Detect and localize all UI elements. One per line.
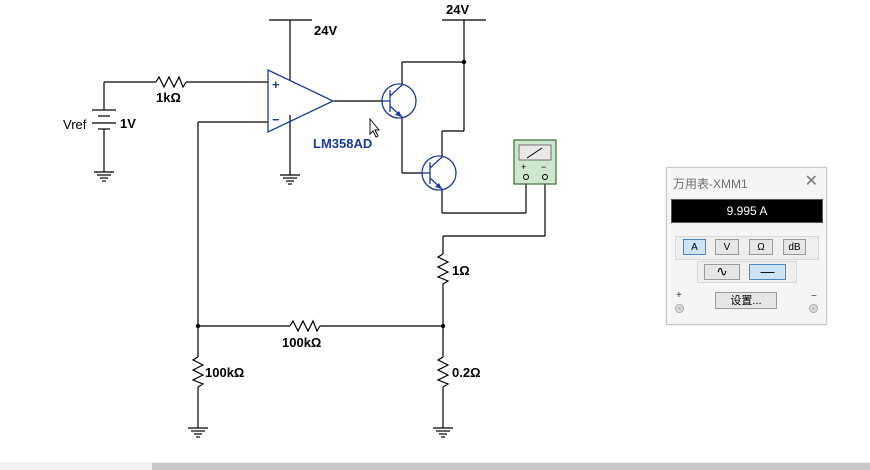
multimeter-title: 万用表-XMM1 [673, 177, 748, 191]
mode-button-ampere[interactable]: A [683, 239, 706, 255]
vcc-opamp-label: 24V [314, 23, 337, 38]
mouse-cursor-icon [369, 117, 380, 138]
ground-symbol [433, 427, 453, 438]
scrollbar-thumb[interactable] [152, 463, 870, 470]
terminal-plus-label: + [676, 290, 682, 301]
mode-button-ohm[interactable]: Ω [749, 239, 773, 255]
ac-coupling-button[interactable]: ∿ [704, 264, 740, 280]
opamp-model-label: LM358AD [313, 136, 372, 151]
r-sense-label: 0.2Ω [452, 365, 481, 380]
vref-name-label: Vref [63, 117, 87, 132]
terminal-minus-icon[interactable] [809, 304, 818, 313]
r-ground-label: 100kΩ [205, 365, 244, 380]
r-feedback-label: 100kΩ [282, 335, 321, 350]
ground-symbol [188, 427, 208, 438]
meter-minus-label: − [541, 162, 546, 172]
terminal-plus-icon[interactable] [675, 304, 684, 313]
multimeter-icon[interactable] [513, 139, 557, 185]
multimeter-reading: 9.995 A [671, 199, 823, 223]
mode-button-db[interactable]: dB [783, 239, 806, 255]
vcc-top-label: 24V [446, 2, 469, 17]
ground-symbol [94, 171, 114, 182]
dc-coupling-button[interactable]: — [749, 264, 786, 280]
close-icon[interactable]: ✕ [804, 173, 818, 190]
terminal-minus-label: − [811, 291, 817, 302]
opamp-plus-label: + [272, 77, 280, 92]
r-input-label: 1kΩ [156, 90, 181, 105]
opamp-minus-label: − [272, 112, 280, 127]
mode-button-volt[interactable]: V [715, 239, 739, 255]
meter-plus-label: + [521, 162, 526, 172]
r-series-label: 1Ω [452, 263, 470, 278]
multimeter-dialog[interactable]: 万用表-XMM1 ✕ 9.995 A A V Ω dB ∿ — + − 设置..… [666, 167, 827, 325]
ground-symbol [280, 174, 300, 185]
horizontal-scrollbar[interactable] [0, 462, 870, 470]
opamp-symbol[interactable] [267, 68, 335, 134]
vref-value-label: 1V [120, 116, 136, 131]
settings-button[interactable]: 设置... [715, 292, 777, 309]
